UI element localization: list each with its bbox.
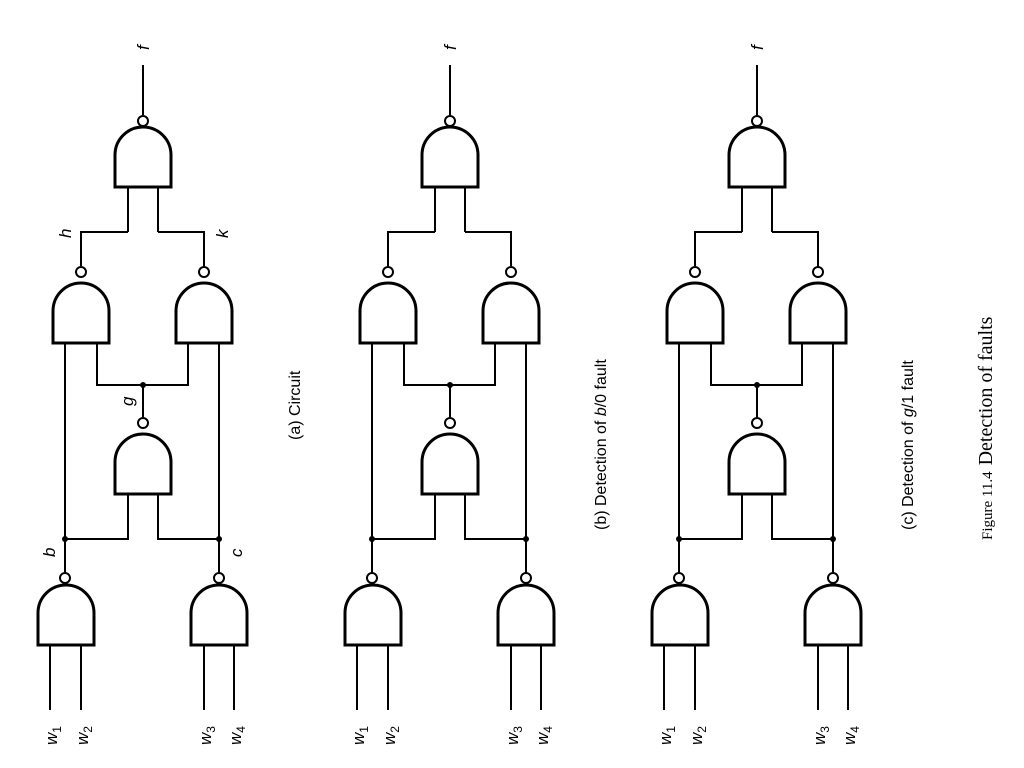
nand-g-bubble (751, 417, 763, 429)
nand-b-bubble (366, 572, 378, 584)
nand-gate-output (113, 125, 173, 189)
label-w2: w2 (73, 726, 95, 745)
c-junction-dot (830, 536, 836, 542)
c-branch-wire (771, 494, 833, 540)
nand-g-bubble (137, 417, 149, 429)
h-wire (80, 231, 128, 266)
h-wire (694, 231, 742, 266)
nand-gate-k (481, 281, 541, 345)
g-fanout-wire (710, 343, 803, 386)
g-fanout-wire (96, 343, 189, 386)
nand-gate-k (174, 281, 234, 345)
label-b: b (40, 548, 59, 557)
nand-gate-b (343, 583, 403, 647)
nand-h-bubble (689, 266, 701, 278)
nand-gate-g (113, 432, 173, 496)
nand-h-bubble (382, 266, 394, 278)
panel-b-circuit: f w1 w2 w3 w4 (b) Detection of b/0 fault (343, 43, 610, 745)
label-f: f (441, 43, 460, 50)
nand-c-bubble (827, 572, 839, 584)
label-w4: w4 (840, 726, 862, 745)
label-w1: w1 (42, 726, 64, 745)
nand-gate-output (420, 125, 480, 189)
nand-gate-c (803, 583, 863, 647)
nand-output-bubble (444, 115, 456, 127)
nand-k-bubble (198, 266, 210, 278)
nand-c-bubble (520, 572, 532, 584)
caption-b: (b) Detection of b/0 fault (593, 359, 610, 530)
nand-gate-h (358, 281, 418, 345)
label-w2: w2 (380, 726, 402, 745)
nand-gate-h (665, 281, 725, 345)
nand-h-bubble (75, 266, 87, 278)
c-branch-wire (464, 494, 526, 540)
label-w1: w1 (656, 726, 678, 745)
label-c: c (227, 548, 246, 557)
k-wire (465, 231, 512, 266)
b-junction-dot (676, 536, 682, 542)
label-w1: w1 (349, 726, 371, 745)
label-h: h (56, 229, 75, 238)
nand-k-bubble (812, 266, 824, 278)
g-fanout-wire (403, 343, 496, 386)
g-junction-dot (447, 382, 453, 388)
caption-a: (a) Circuit (287, 370, 304, 440)
nand-g-bubble (444, 417, 456, 429)
c-branch-wire (157, 494, 219, 540)
nand-gate-c (496, 583, 556, 647)
nand-gate-output (727, 125, 787, 189)
label-g: g (118, 396, 137, 406)
g-junction-dot (140, 382, 146, 388)
label-f: f (134, 43, 153, 50)
k-wire (772, 231, 819, 266)
label-k: k (213, 228, 232, 238)
label-f: f (748, 43, 767, 50)
label-w4: w4 (226, 726, 248, 745)
b-junction-dot (62, 536, 68, 542)
label-w4: w4 (533, 726, 555, 745)
nand-gate-c (189, 583, 249, 647)
b-branch-wire (372, 494, 436, 540)
caption-c: (c) Detection of g/1 fault (900, 360, 917, 530)
figure-caption: Figure 11.4 Detection of faults (975, 316, 997, 540)
nand-b-bubble (59, 572, 71, 584)
nand-gate-h (51, 281, 111, 345)
label-w2: w2 (687, 726, 709, 745)
g-junction-dot (754, 382, 760, 388)
nand-c-bubble (213, 572, 225, 584)
b-branch-wire (679, 494, 743, 540)
b-branch-wire (65, 494, 129, 540)
nand-k-bubble (505, 266, 517, 278)
c-junction-dot (523, 536, 529, 542)
c-junction-dot (216, 536, 222, 542)
nand-gate-b (650, 583, 710, 647)
b-junction-dot (369, 536, 375, 542)
label-w3: w3 (196, 726, 218, 745)
nand-gate-g (420, 432, 480, 496)
nand-gate-b (36, 583, 96, 647)
panel-a-circuit: f h k g b c w1 w2 w3 w4 (a) Circuit (36, 43, 304, 745)
nand-gate-k (788, 281, 848, 345)
figure-number: Figure 11.4 (980, 471, 996, 540)
label-w3: w3 (810, 726, 832, 745)
nand-output-bubble (137, 115, 149, 127)
panel-c-circuit: f w1 w2 w3 w4 (c) Detection of g/1 fault (650, 43, 917, 745)
k-wire (158, 231, 205, 266)
nand-output-bubble (751, 115, 763, 127)
nand-b-bubble (673, 572, 685, 584)
figure-title: Detection of faults (975, 316, 997, 465)
label-w3: w3 (503, 726, 525, 745)
h-wire (387, 231, 435, 266)
nand-gate-g (727, 432, 787, 496)
